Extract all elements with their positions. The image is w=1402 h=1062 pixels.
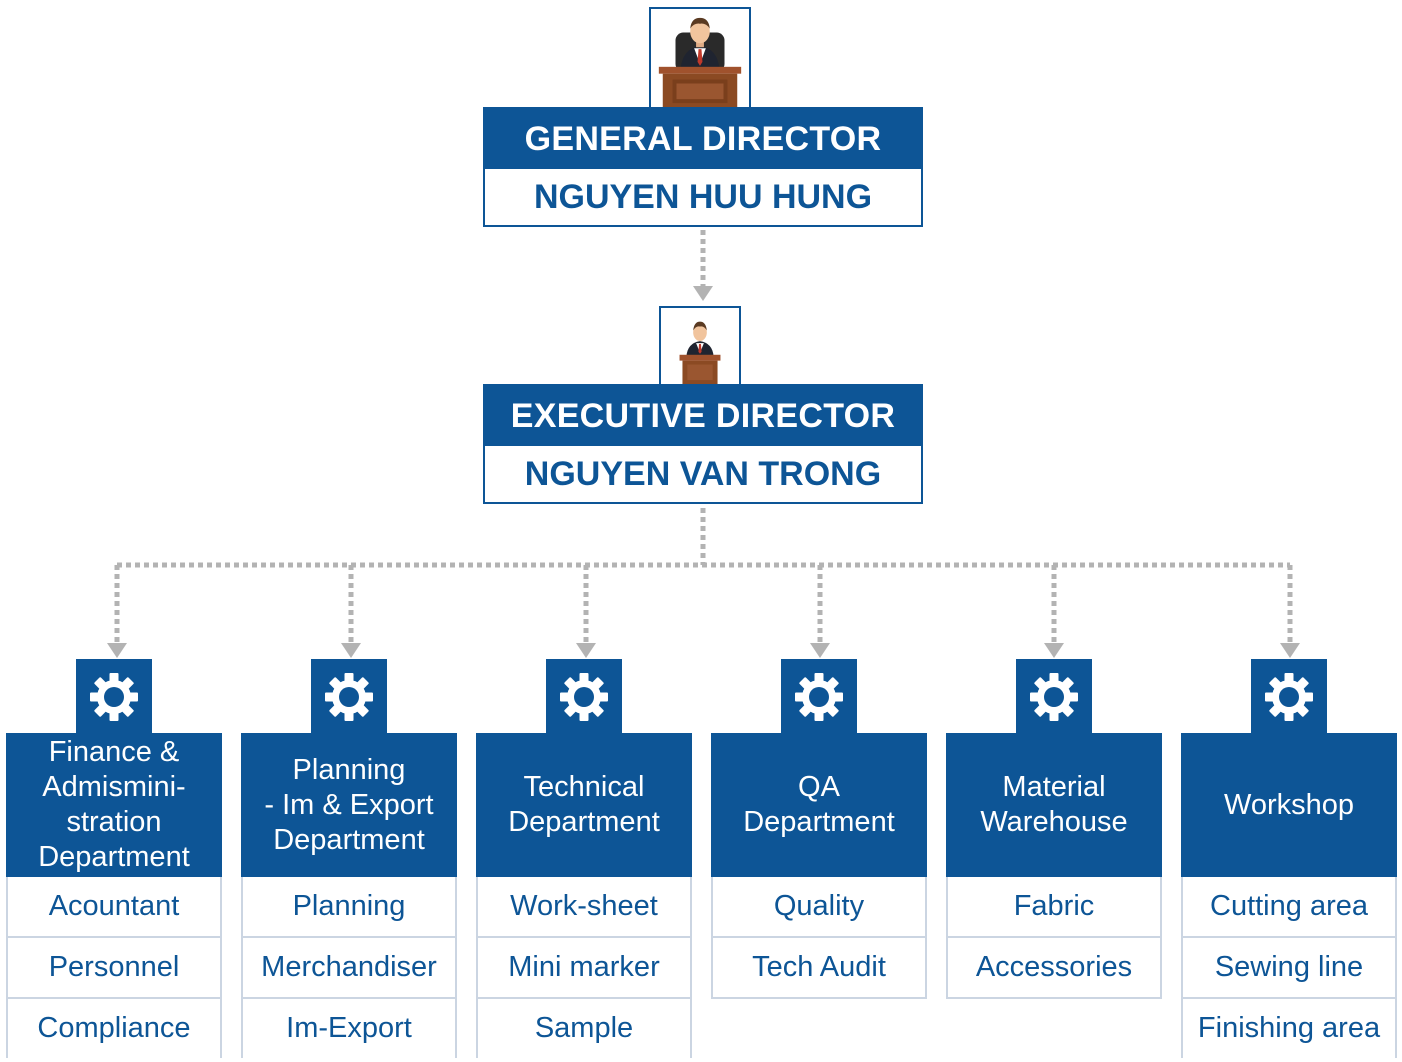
executive-director-icon-frame [659,306,741,386]
executive-director-box: EXECUTIVE DIRECTOR NGUYEN VAN TRONG [483,384,923,504]
department-gear-tab [76,659,152,735]
department-item: Mini marker [478,938,690,999]
department-item: Quality [713,877,925,938]
gear-icon [1030,673,1078,721]
director-at-podium-icon [679,321,721,384]
department-item: Cutting area [1183,877,1395,938]
general-director-name: NGUYEN HUU HUNG [533,177,873,216]
department-item: Sample [534,1012,634,1044]
arrow-head [576,643,596,658]
department-gear-tab [546,659,622,735]
department-item: Work-sheet [478,877,690,938]
arrow-head [341,643,361,658]
department-item: Compliance [37,1012,191,1044]
arrow-head [107,643,127,658]
department-title-line: Planning [292,753,406,786]
gear-icon [795,673,843,721]
department-title-line: stration [66,806,162,838]
department-item: Acountant [8,877,220,938]
department-gear-tab [311,659,387,735]
executive-director-title: EXECUTIVE DIRECTOR [485,386,921,446]
executive-director-name: NGUYEN VAN TRONG [524,454,882,493]
general-director-box: GENERAL DIRECTOR NGUYEN HUU HUNG [483,107,923,227]
gear-icon [560,673,608,721]
department-item: Accessories [948,938,1160,999]
department-title-line: QA [798,771,840,803]
department-title-line: Admismini- [42,771,186,803]
department-title-line: Material [1002,771,1106,803]
department-title-line: Finance & [48,736,180,768]
department-title-line: Department [743,806,895,838]
director-at-desk-icon [658,17,742,107]
department-title-line: Department [273,823,425,856]
general-director-icon-frame [649,7,751,109]
department-title-line: Department [38,841,190,873]
arrow-head [810,643,830,658]
arrow-head [1044,643,1064,658]
department-title-line: Workshop [1223,788,1355,821]
gear-icon [325,673,373,721]
department-title-line: Warehouse [980,806,1128,838]
department-gear-tab [781,659,857,735]
arrow-head [1280,643,1300,658]
general-director-title: GENERAL DIRECTOR [485,109,921,169]
department-title-line: - Im & Export [264,788,434,821]
department-gear-tab [1016,659,1092,735]
gear-icon [90,673,138,721]
department-item: Sewing line [1183,938,1395,999]
gear-icon [1265,673,1313,721]
department-item: Merchandiser [243,938,455,999]
department-item: Fabric [948,877,1160,938]
department-item: Finishing area [1197,1012,1381,1044]
department-item: Tech Audit [713,938,925,999]
department-item: Im-Export [286,1012,412,1044]
arrow-head [693,286,713,301]
department-title-line: Technical [523,771,645,803]
department-title: Workshop [1181,733,1397,877]
department-item: Planning [243,877,455,938]
department-title-line: Department [508,806,660,838]
department-gear-tab [1251,659,1327,735]
department-item: Personnel [8,938,220,999]
